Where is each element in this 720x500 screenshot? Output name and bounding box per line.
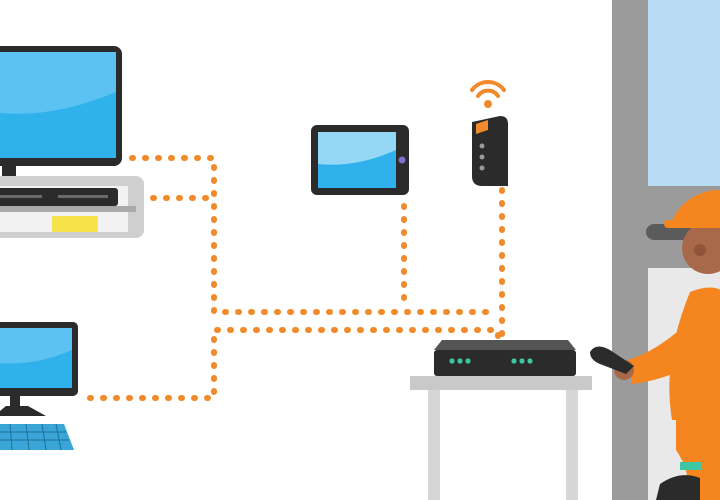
window-pane-upper	[648, 0, 720, 186]
table-top	[410, 376, 592, 390]
extender-led	[479, 154, 485, 160]
technician-arm	[628, 320, 712, 384]
tablet	[311, 125, 409, 195]
table-leg-right	[566, 390, 578, 500]
technician-sock	[680, 462, 702, 470]
technician	[590, 190, 720, 500]
router-leds	[449, 358, 533, 364]
wifi-signal-icon	[470, 80, 506, 98]
remote-control-icon	[590, 346, 634, 374]
keyboard-keys	[0, 423, 69, 451]
network-links	[87, 155, 505, 401]
gateway-router	[434, 340, 576, 376]
game-console-box	[52, 216, 98, 232]
hard-hat-icon	[670, 190, 720, 228]
tv	[0, 46, 122, 176]
monitor-screen-glare	[0, 328, 72, 364]
technician-shoe	[656, 475, 700, 500]
router-icon	[434, 350, 576, 376]
monitor-neck	[10, 396, 20, 406]
link-desktop	[87, 327, 501, 401]
shelf-board	[0, 206, 136, 212]
keyboard-icon	[0, 424, 74, 450]
hard-hat-brim	[664, 220, 704, 228]
monitor-base	[0, 406, 46, 416]
technician-ear	[694, 244, 706, 256]
tablet-home-button	[398, 156, 406, 164]
tv-screen-glare	[0, 52, 116, 114]
wifi-signal-dot	[484, 100, 492, 108]
table-leg-left	[428, 390, 440, 500]
link-tv	[129, 155, 495, 315]
extender-led	[479, 165, 485, 171]
desktop-pc	[0, 322, 78, 451]
router-top	[434, 340, 576, 350]
tablet-screen-glare	[318, 132, 396, 165]
extender-led	[479, 143, 485, 149]
extender-accent	[476, 120, 488, 134]
wifi-extender	[470, 80, 508, 186]
set-top-box-slot	[0, 195, 42, 198]
tv-neck	[2, 166, 16, 176]
set-top-box-slot	[58, 195, 108, 198]
technician-leg	[676, 410, 720, 500]
media-shelf	[0, 176, 144, 238]
side-table	[410, 376, 592, 500]
